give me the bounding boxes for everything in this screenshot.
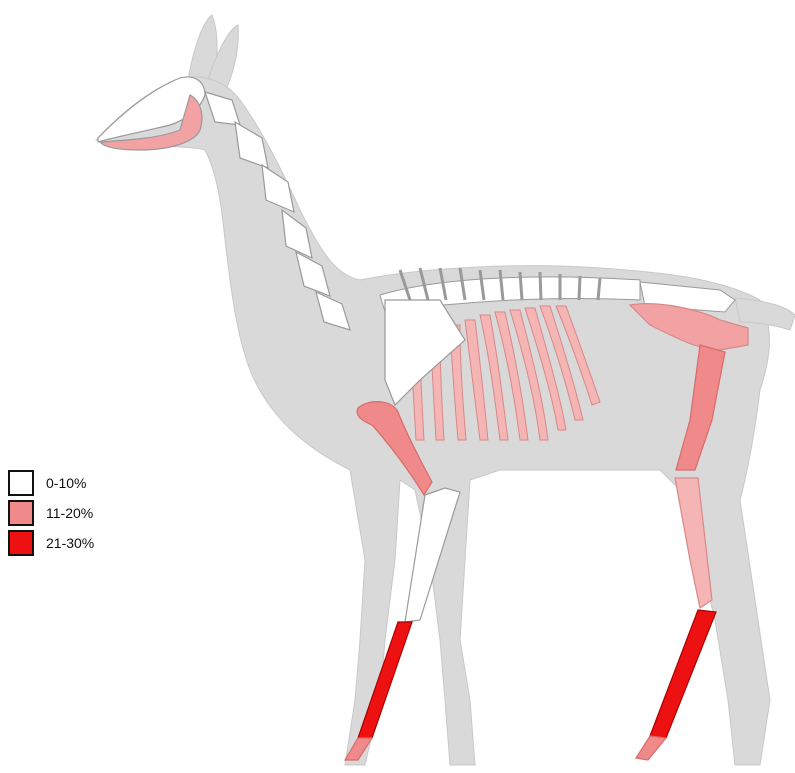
legend-swatch [8, 500, 34, 526]
legend-label: 0-10% [46, 475, 86, 491]
legend-item: 21-30% [8, 528, 94, 558]
legend-label: 11-20% [46, 505, 93, 521]
hind-pastern [636, 736, 666, 760]
legend-swatch [8, 530, 34, 556]
legend: 0-10% 11-20% 21-30% [8, 468, 94, 558]
legend-item: 11-20% [8, 498, 94, 528]
legend-swatch [8, 470, 34, 496]
hind-cannon-bone [650, 610, 716, 738]
legend-label: 21-30% [46, 535, 94, 551]
legend-item: 0-10% [8, 468, 94, 498]
